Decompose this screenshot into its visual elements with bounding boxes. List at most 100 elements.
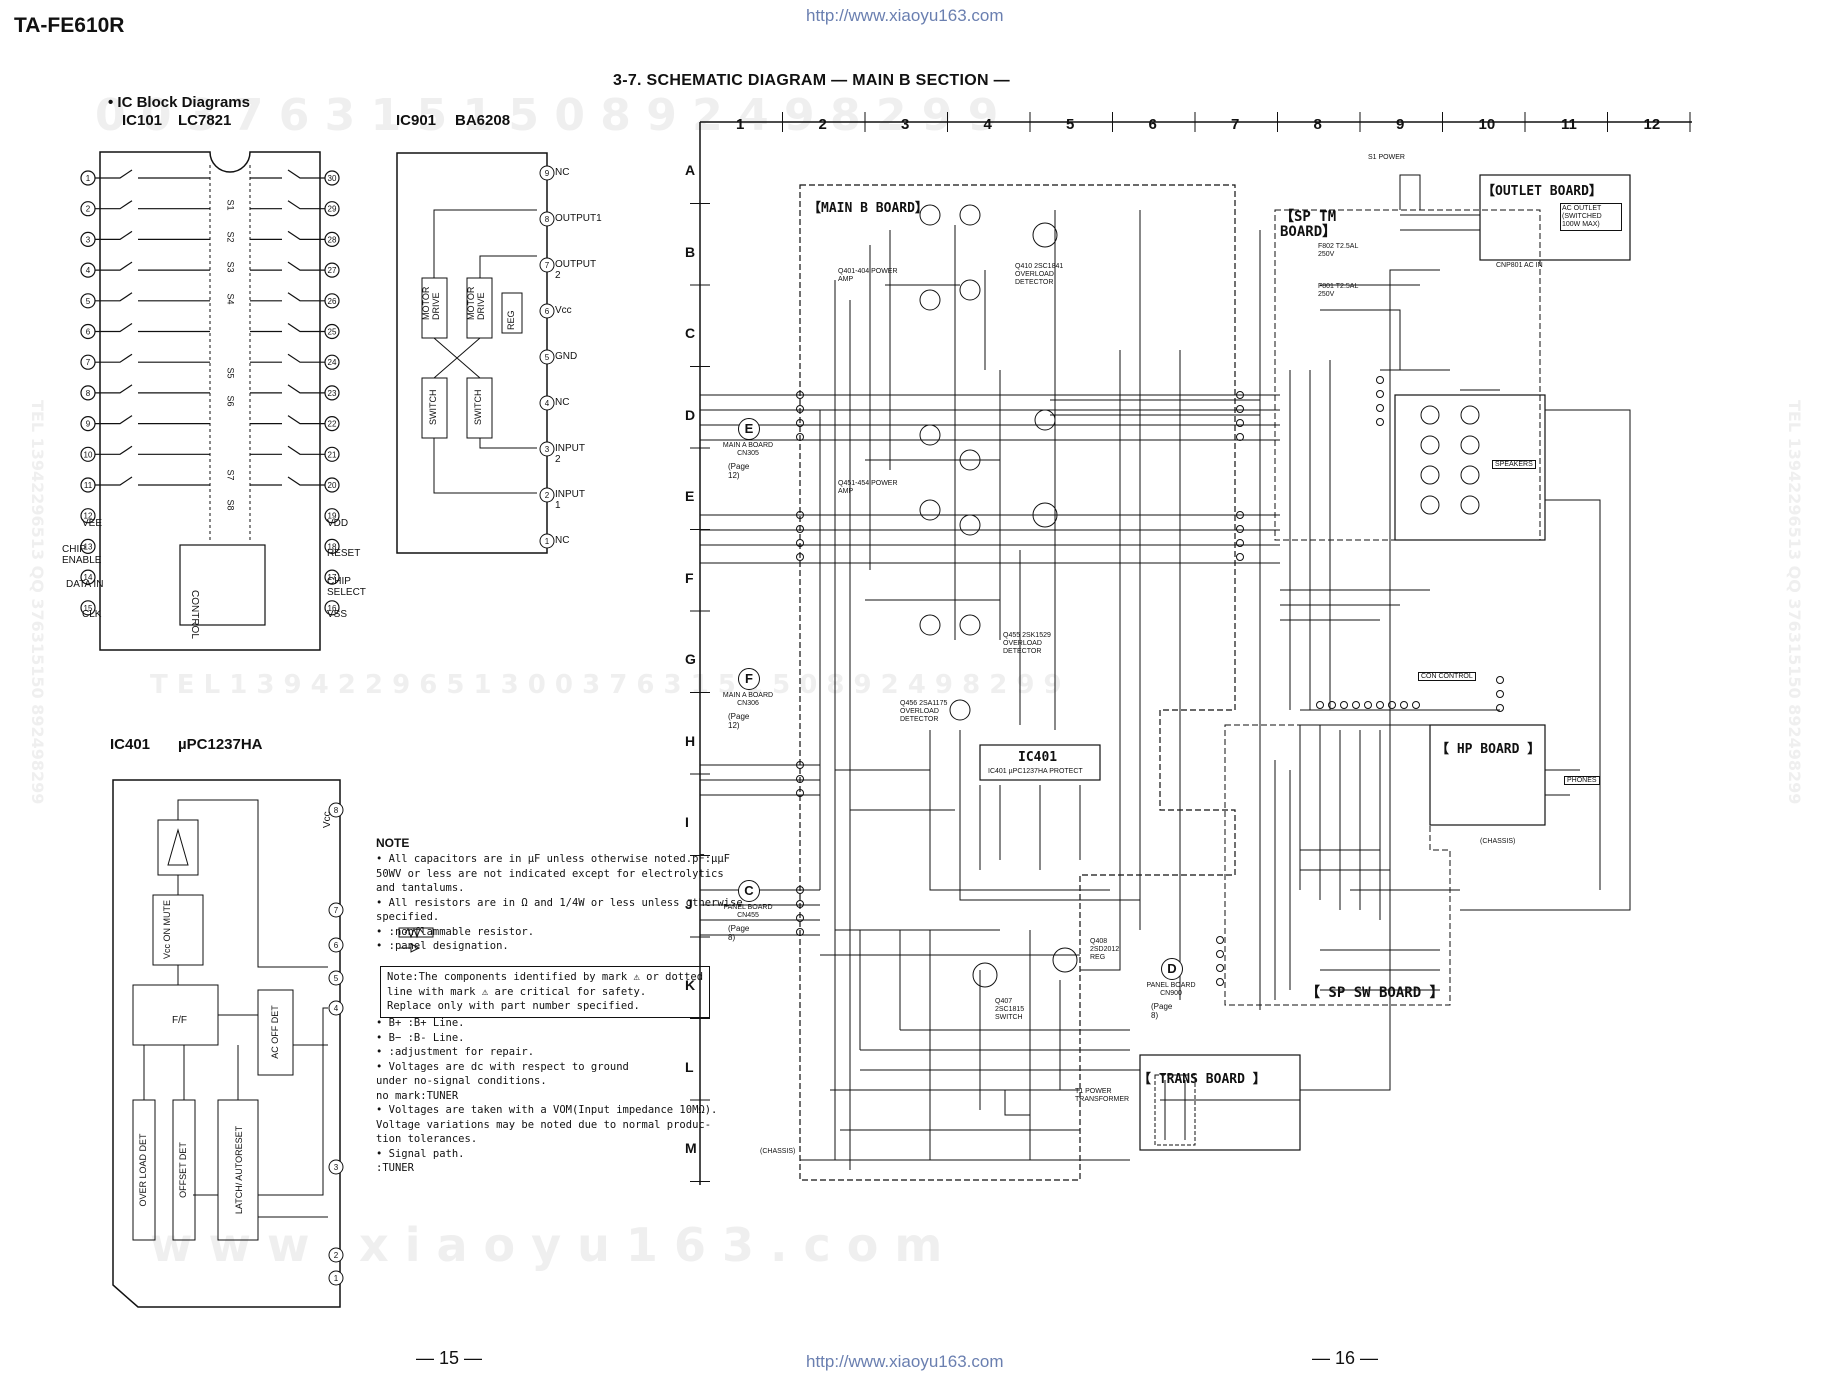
ic901-pin-label: GND [555, 351, 578, 362]
ic101-pin-num: 14 [84, 573, 93, 582]
connector-pin [1376, 701, 1384, 709]
ic901-pin-label: OUTPUT 2 [555, 259, 596, 281]
connector-pin [796, 553, 804, 561]
connector-pin [796, 789, 804, 797]
overload-1-label: Q410 2SC1841 OVERLOAD DETECTOR [1015, 263, 1064, 286]
ic101-pin-num: 3 [86, 235, 91, 244]
grid-col-label: 8 [1313, 116, 1322, 133]
panel-designation-symbol [399, 943, 421, 953]
ic401-pin-5 [328, 970, 344, 986]
ic101-pin-num: 16 [328, 604, 337, 613]
watermark-tel: T E L 1 3 9 4 2 2 9 6 5 1 3 0 0 3 7 6 3 … [150, 670, 1062, 700]
connector-pin [796, 886, 804, 894]
grid-col-label: 12 [1643, 116, 1661, 133]
ic101-switch-label: S2 [225, 231, 236, 243]
connector-pin [1236, 405, 1244, 413]
ic901-pin-7 [539, 257, 555, 273]
ic101-switch-left [95, 230, 210, 240]
ic101-pin-num: 6 [86, 328, 91, 337]
ic901-pin-label: NC [555, 535, 570, 546]
ic901-pin-label: INPUT 1 [555, 489, 585, 511]
ic401-ac-off-det: AC OFF DET [270, 1005, 280, 1059]
ic101-vss-label: VSS [327, 609, 348, 620]
grid-row-label: L [685, 1058, 694, 1075]
note-line: • :adjustment for repair. [376, 1046, 535, 1058]
ic101-pin-num: 15 [84, 604, 93, 613]
grid-col-label: 11 [1561, 116, 1577, 133]
ic101-reset-label: RESET [327, 548, 361, 559]
connector-c-text: PANEL BOARD CN455 [723, 904, 773, 919]
grid-row-label: K [685, 977, 696, 993]
model-number: TA-FE610R [14, 14, 125, 37]
ic101-pin-num: 4 [86, 266, 91, 275]
grid-row-label: B [685, 243, 696, 260]
ic101-switch-left [95, 200, 210, 210]
connector-e-circle: E [738, 418, 760, 440]
connector-pin [796, 900, 804, 908]
watermark-www: w w w . x i a o y u 1 6 3 . c o m [150, 1218, 943, 1272]
ic401-pin-8 [328, 802, 344, 818]
grid-row-label: I [685, 814, 689, 830]
ic101-switch-left [95, 292, 210, 302]
note-line: tion tolerances. [376, 1133, 478, 1145]
main-b-board-outline [799, 184, 1236, 1181]
ic401-pin-num: 2 [334, 1251, 339, 1260]
ic401-vcc-on-mute: Vcc ON MUTE [162, 900, 172, 960]
ic901-pin-num: 9 [545, 169, 550, 178]
grid-col-label: 7 [1231, 116, 1240, 133]
ic101-data-in-label: DATA IN [66, 579, 104, 590]
connector-pin [1236, 391, 1244, 399]
grid-row-label: D [685, 406, 696, 423]
grid-row-label: E [685, 488, 695, 504]
ic101-pin-num: 19 [328, 512, 337, 521]
outlet-board-outline [1479, 174, 1631, 261]
source-url-top: http://www.xiaoyu163.com [806, 6, 1004, 25]
grid-col-label: 3 [901, 116, 910, 133]
grid-col-label: 5 [1066, 116, 1075, 133]
connector-pin [1236, 419, 1244, 427]
ic401-pin-num: 6 [334, 941, 339, 950]
speaker-terminal-post [1460, 465, 1480, 485]
ic901-part: BA6208 [455, 112, 511, 129]
note-line: • B+ :B+ Line. [376, 1017, 465, 1029]
source-url-bottom: http://www.xiaoyu163.com [806, 1352, 1004, 1371]
phones-label: PHONES [1564, 776, 1600, 785]
ic401-pin-num: 7 [334, 906, 339, 915]
ic101-pin-num: 26 [328, 297, 337, 306]
section-title: 3-7. SCHEMATIC DIAGRAM — MAIN B SECTION … [613, 72, 1010, 89]
sp-sw-board-outline [1224, 724, 1451, 1006]
ic101-switch-right [250, 261, 325, 271]
ic401-offset-det: OFFSET DET [178, 1142, 188, 1198]
speaker-terminal-post [1420, 495, 1440, 515]
connector-pin [796, 928, 804, 936]
connector-pin [1376, 418, 1384, 426]
ic401-pin-1 [328, 1270, 344, 1286]
page-number-right: — 16 — [1312, 1348, 1379, 1368]
ic401-over-load-det: OVER LOAD DET [138, 1133, 148, 1207]
main-b-board-label: 【MAIN B BOARD】 [808, 201, 928, 216]
connector-pin [1216, 950, 1224, 958]
ic901-motor-drive-2: MOTOR DRIVE [466, 286, 486, 320]
ic401-pin-num: 4 [334, 1004, 339, 1013]
note-line: :TUNER [376, 1162, 414, 1174]
connector-pin [1216, 964, 1224, 972]
ic101-switch-right [250, 445, 325, 455]
note-line: • All resistors are in Ω and 1/4W or les… [376, 896, 743, 909]
ic101-switch-label: S7 [225, 469, 236, 481]
power-transformer-label: T1 POWER TRANSFORMER [1075, 1088, 1130, 1103]
ic901-pin-label: Vcc [555, 305, 572, 316]
ic101-pin-num: 20 [328, 481, 337, 490]
connector-pin [1376, 404, 1384, 412]
ic101-pin-num: 24 [328, 358, 337, 367]
speaker-terminal-post [1420, 435, 1440, 455]
grid-row-label: J [685, 895, 693, 912]
ic101-switch-left [95, 415, 210, 425]
grid-row-label: H [685, 732, 696, 749]
power-amp-2-label: Q451-454 POWER AMP [838, 480, 898, 495]
connector-e-text: MAIN A BOARD CN305 [722, 442, 774, 457]
notes-block: • All capacitors are in µF unless otherw… [376, 852, 743, 954]
connector-pin [1328, 701, 1336, 709]
notes-block-2: • B+ :B+ Line.• B− :B- Line.• :adjustmen… [376, 1016, 717, 1176]
grid-row-label: C [685, 325, 696, 341]
note-line: • Voltages are taken with a VOM(Input im… [376, 1104, 718, 1116]
